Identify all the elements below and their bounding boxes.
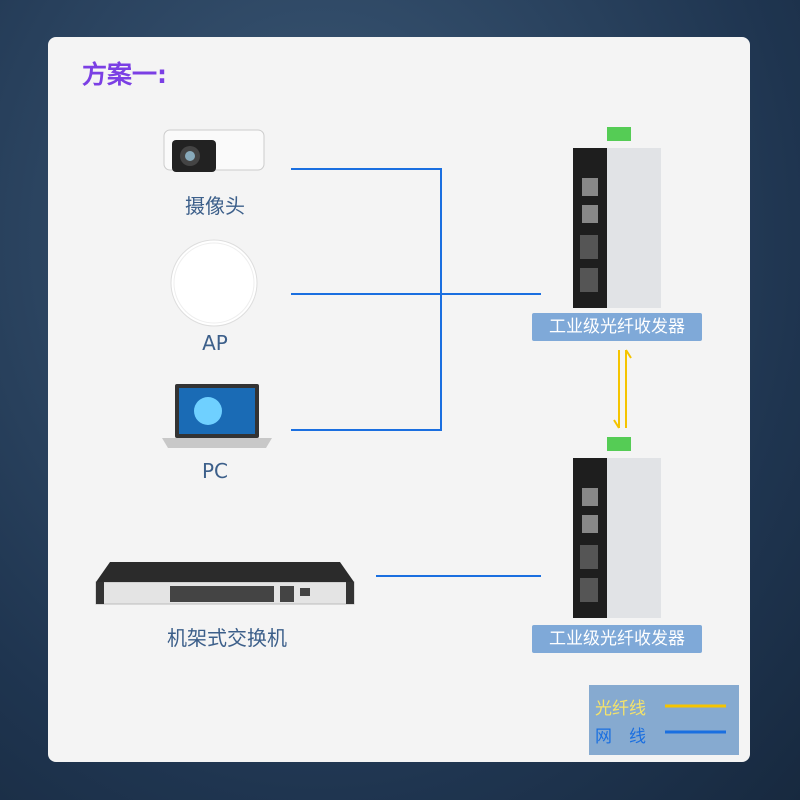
ap-label: AP	[202, 331, 228, 355]
page-title: 方案一:	[82, 60, 167, 89]
camera-label: 摄像头	[185, 194, 245, 218]
switch-label: 机架式交换机	[167, 626, 287, 650]
camera-line	[291, 168, 442, 431]
laptop-icon	[162, 384, 272, 448]
legend: 光纤线 网 线	[589, 685, 739, 755]
camera-icon	[163, 129, 265, 172]
fiber-line	[613, 349, 632, 429]
legend-network-label: 网 线	[595, 727, 646, 747]
converter-top-label: 工业级光纤收发器	[532, 313, 702, 341]
pc-label: PC	[201, 459, 229, 483]
converter-top-icon	[573, 127, 661, 308]
switch-icon	[95, 562, 355, 605]
legend-fiber-label: 光纤线	[595, 699, 646, 719]
ap-icon	[170, 239, 258, 327]
converter-bottom-label: 工业级光纤收发器	[532, 625, 702, 653]
converter-bottom-icon	[573, 437, 661, 618]
